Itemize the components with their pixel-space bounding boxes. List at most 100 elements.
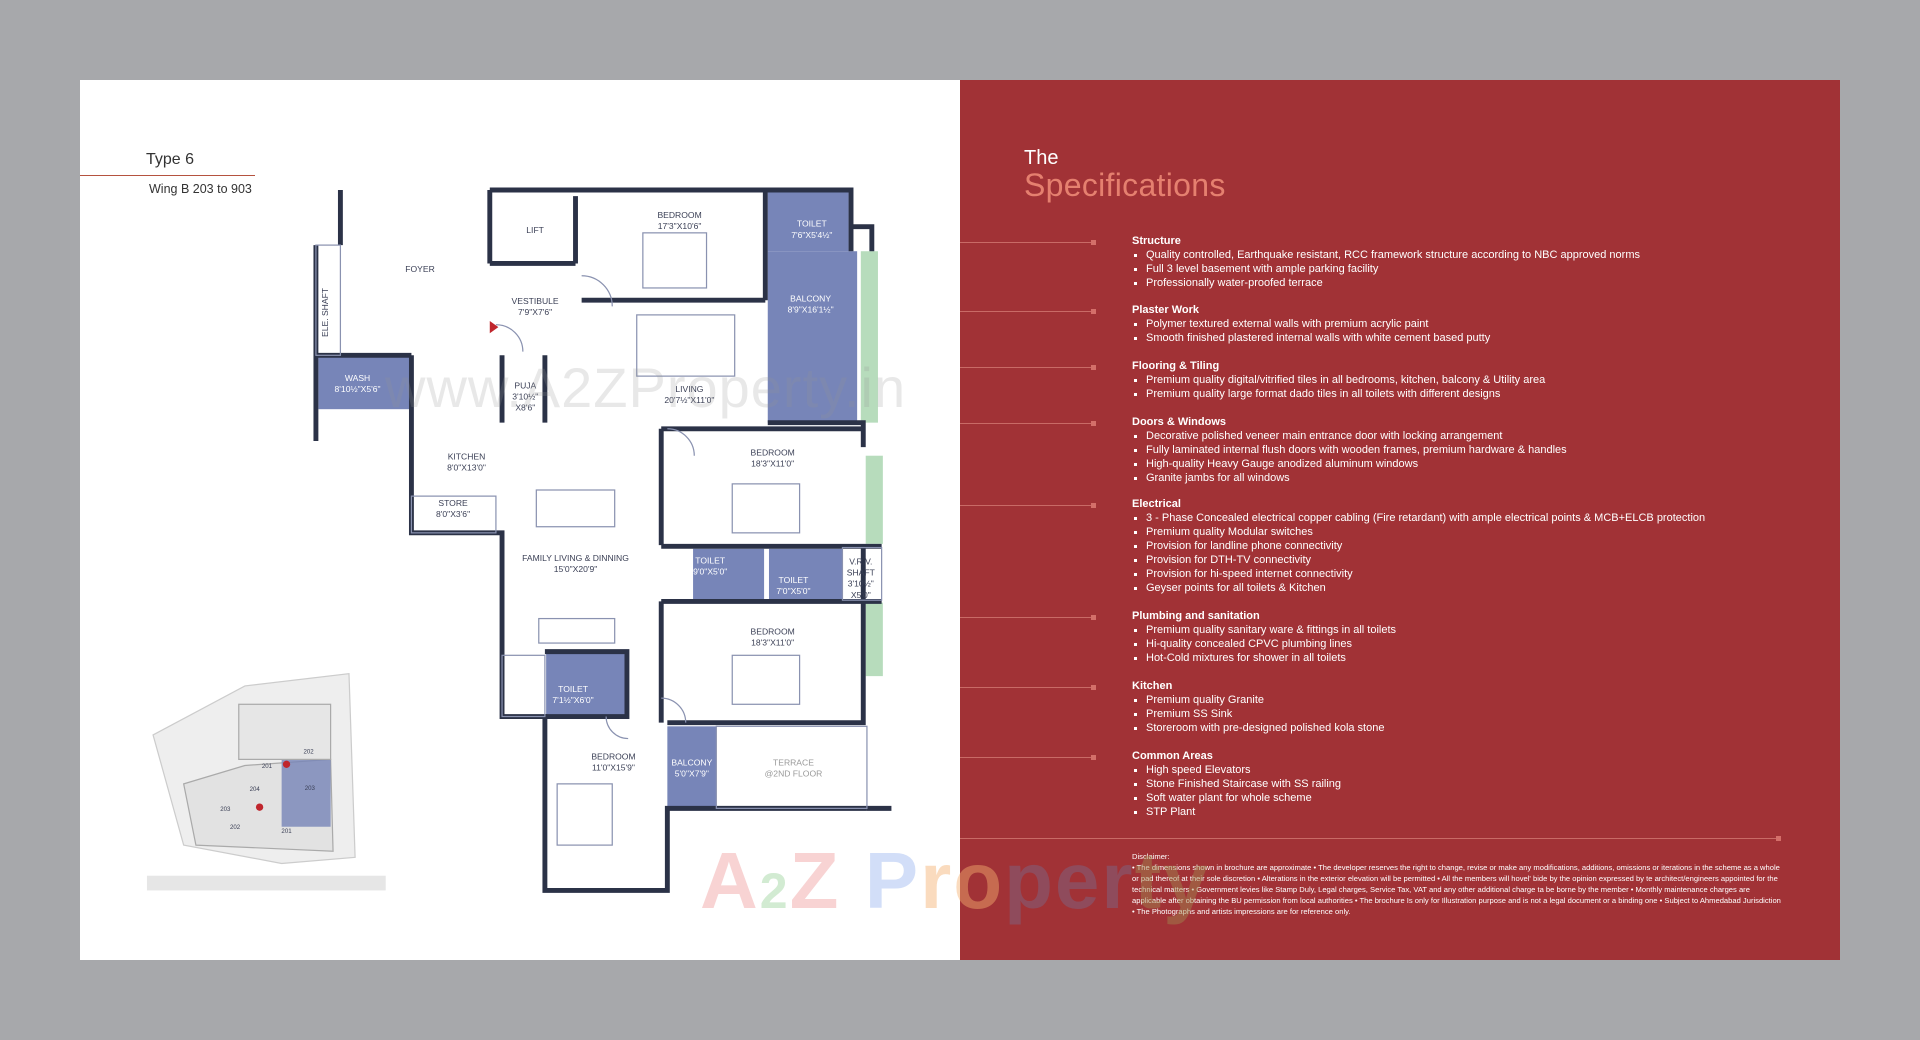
spec-item: Hi-quality concealed CPVC plumbing lines	[1132, 637, 1396, 651]
ele-shaft-label: ELE. SHAFT	[320, 287, 330, 337]
spec-item: Premium quality sanitary ware & fittings…	[1132, 623, 1396, 637]
connector-line	[960, 242, 1092, 243]
vrv-size-2: X5'0"	[851, 590, 871, 600]
spec-item: Premium SS Sink	[1132, 707, 1384, 721]
vrv-size: 3'10½"	[848, 579, 874, 589]
planter-1	[860, 251, 878, 423]
spec-list: Premium quality sanitary ware & fittings…	[1132, 623, 1396, 665]
connector-marker	[1091, 365, 1096, 370]
family-size: 15'0"X20'9"	[554, 564, 598, 574]
toilet-b-label: TOILET	[779, 575, 810, 585]
toilet-a-area	[693, 548, 765, 601]
terrace-label: TERRACE	[773, 758, 814, 768]
store-size: 8'0"X3'6"	[436, 509, 470, 519]
divider-marker	[1776, 836, 1781, 841]
spec-item: High speed Elevators	[1132, 763, 1341, 777]
living-size: 20'7½"X11'0"	[664, 395, 714, 405]
spec-item: High-quality Heavy Gauge anodized alumin…	[1132, 457, 1567, 471]
unit-type-title: Type 6	[146, 151, 195, 168]
balcony-main-label: BALCONY	[790, 293, 831, 303]
spec-list: Decorative polished veneer main entrance…	[1132, 429, 1567, 485]
living-label: LIVING	[675, 384, 703, 394]
spec-item: Provision for hi-speed internet connecti…	[1132, 567, 1705, 581]
spec-item: Full 3 level basement with ample parking…	[1132, 262, 1640, 276]
toilet-top-label: TOILET	[797, 219, 828, 229]
disclaimer-title: Disclaimer:	[1132, 852, 1170, 861]
spec-item: Polymer textured external walls with pre…	[1132, 317, 1490, 331]
divider-line	[960, 838, 1778, 839]
entrance-marker-icon	[489, 321, 499, 334]
disclaimer-text: • The dimensions shown in brochure are a…	[1132, 863, 1781, 916]
key-unit-202b: 202	[230, 824, 241, 831]
key-plan: 201 202 203 204 201 202 203	[146, 672, 386, 891]
spec-list: Premium quality digital/vitrified tiles …	[1132, 373, 1545, 401]
spec-item: Smooth finished plastered internal walls…	[1132, 331, 1490, 345]
toilet-a-size: 9'0"X5'0"	[693, 566, 727, 576]
kitchen-size: 8'0"X13'0"	[447, 462, 486, 472]
bedroom-low-size: 18'3"X11'0"	[751, 638, 794, 648]
disclaimer: Disclaimer: • The dimensions shown in br…	[1132, 851, 1782, 917]
spec-item: Granite jambs for all windows	[1132, 471, 1567, 485]
connector-marker	[1091, 755, 1096, 760]
key-unit-203b: 203	[220, 806, 231, 813]
spec-item: Provision for landline phone connectivit…	[1132, 539, 1705, 553]
spec-item: Provision for DTH-TV connectivity	[1132, 553, 1705, 567]
balcony-small-area	[667, 726, 717, 809]
toilet-top-size: 7'6"X5'4½"	[791, 230, 832, 240]
spec-list: 3 - Phase Concealed electrical copper ca…	[1132, 511, 1705, 595]
puja-size-2: X8'6"	[515, 402, 535, 412]
balcony-main-area	[767, 251, 858, 423]
puja-label: PUJA	[514, 380, 536, 390]
planter-2	[865, 455, 883, 544]
connector-marker	[1091, 421, 1096, 426]
spec-item: Stone Finished Staircase with SS railing	[1132, 777, 1341, 791]
thin-lines	[315, 232, 883, 846]
watermark: www.A2ZProperty.in	[385, 356, 907, 419]
heading-small: The	[1024, 147, 1059, 169]
family-label: FAMILY LIVING & DINNING	[522, 553, 629, 563]
wash-label: WASH	[345, 373, 370, 383]
planter-3	[865, 602, 883, 677]
door-swings	[495, 275, 695, 740]
toilet-b-area	[768, 548, 843, 601]
key-unit-201: 201	[262, 763, 273, 770]
spec-section-title: Doors & Windows	[1132, 416, 1227, 428]
spec-item: Quality controlled, Earthquake resistant…	[1132, 248, 1640, 262]
connector-marker	[1091, 685, 1096, 690]
spec-item: 3 - Phase Concealed electrical copper ca…	[1132, 511, 1705, 525]
spec-list: Polymer textured external walls with pre…	[1132, 317, 1490, 345]
wash-area	[318, 355, 412, 410]
toilet-c-size: 7'1½"X6'0"	[552, 695, 593, 705]
connector-marker	[1091, 309, 1096, 314]
spec-item: Storeroom with pre-designed polished kol…	[1132, 721, 1384, 735]
toilet-b-size: 7'0"X5'0"	[776, 586, 810, 596]
wet-areas	[318, 192, 858, 809]
connector-marker	[1091, 503, 1096, 508]
bedroom-low-label: BEDROOM	[751, 626, 795, 636]
spec-section-title: Kitchen	[1132, 680, 1173, 692]
lift-label: LIFT	[526, 225, 544, 235]
toilet-top-area	[767, 192, 849, 252]
spec-list: Quality controlled, Earthquake resistant…	[1132, 248, 1640, 290]
vestibule-size: 7'9"X7'6"	[518, 307, 552, 317]
connector-line	[960, 367, 1092, 368]
connector-line	[960, 423, 1092, 424]
kitchen-label: KITCHEN	[448, 451, 486, 461]
spec-item: Fully laminated internal flush doors wit…	[1132, 443, 1567, 457]
spec-item: Decorative polished veneer main entrance…	[1132, 429, 1567, 443]
planters	[860, 251, 883, 677]
key-unit-204: 204	[250, 786, 261, 793]
spec-section-title: Plumbing and sanitation	[1132, 610, 1260, 622]
connector-line	[960, 311, 1092, 312]
wing-units: Wing B 203 to 903	[149, 182, 252, 196]
